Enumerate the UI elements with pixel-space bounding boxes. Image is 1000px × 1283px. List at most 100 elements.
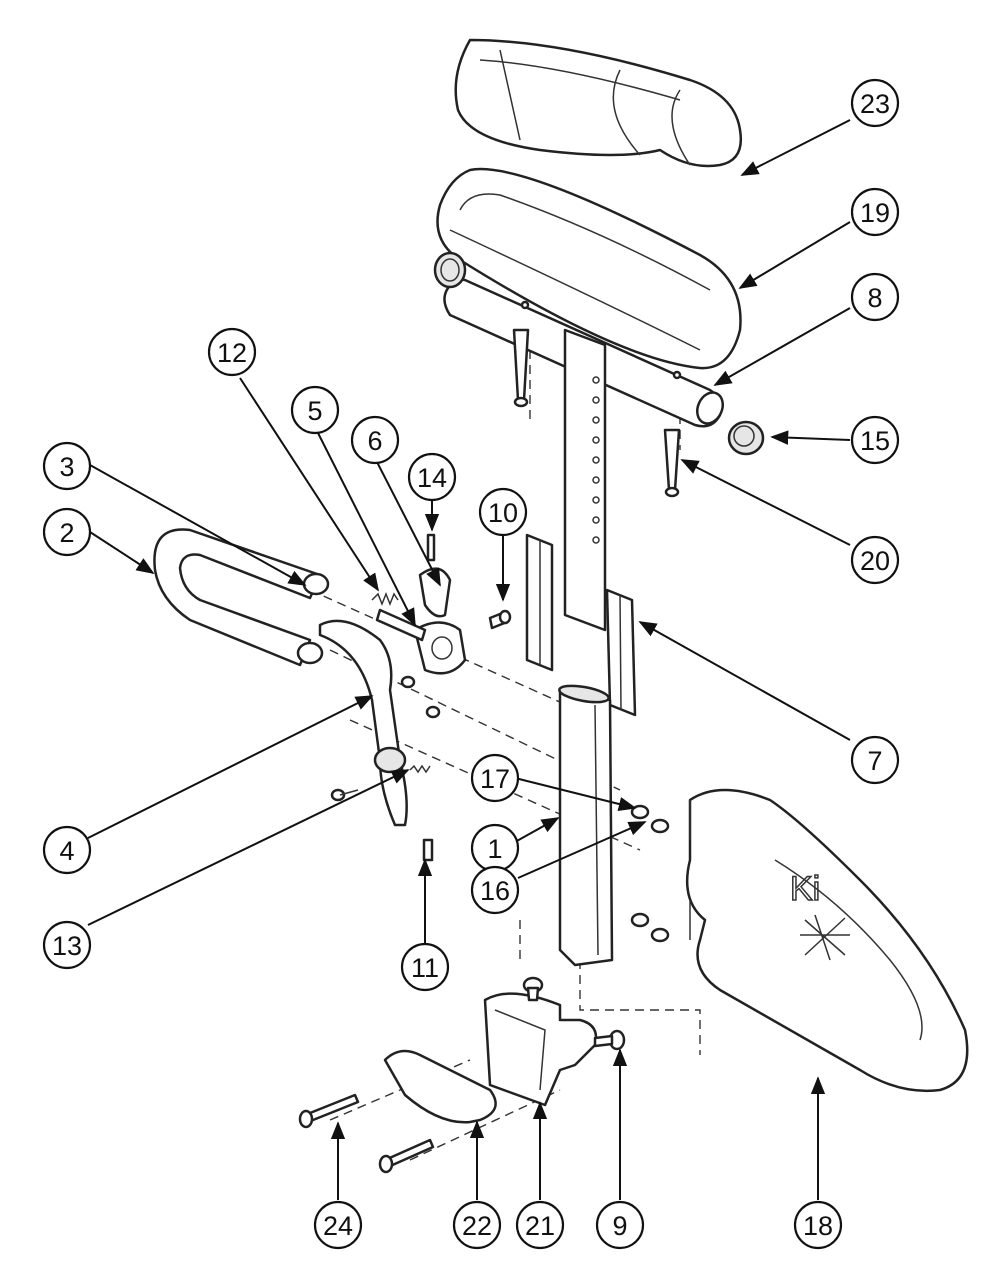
callout-16: 16 [470, 865, 520, 915]
callout-circle [850, 535, 900, 585]
callout-1: 1 [470, 823, 520, 873]
upright-post [563, 328, 607, 632]
spacer-strip-right [605, 588, 637, 717]
leader-lines [87, 119, 851, 1200]
callout-circle [42, 441, 92, 491]
callout-number: 1 [487, 834, 502, 864]
callout-circle [850, 272, 900, 322]
small-screws-lever [330, 675, 441, 862]
pins [630, 804, 670, 943]
callout-number: 23 [860, 89, 890, 119]
small-screw-10 [488, 609, 512, 630]
callout-number: 2 [59, 518, 74, 548]
callout-7: 7 [850, 735, 900, 785]
callout-number: 5 [307, 396, 322, 426]
callout-15: 15 [850, 415, 900, 465]
callout-6: 6 [350, 415, 400, 465]
armpad-screw-right [663, 428, 681, 498]
callout-13: 13 [42, 920, 92, 970]
callout-9: 9 [595, 1200, 645, 1250]
callout-8: 8 [850, 272, 900, 322]
armpad [436, 167, 742, 370]
callout-circle [350, 415, 400, 465]
brand-logo: Ki [790, 870, 820, 908]
spacer-strip-left [525, 533, 554, 672]
callout-number: 21 [525, 1211, 555, 1241]
callout-number: 16 [480, 876, 510, 906]
callout-circle [478, 487, 528, 537]
callout-circle [407, 452, 457, 502]
callout-circle [42, 825, 92, 875]
callout-circle [793, 1200, 843, 1250]
callout-number: 11 [411, 953, 439, 983]
callout-circle [595, 1200, 645, 1250]
callout-circle [850, 78, 900, 128]
callout-circle [850, 187, 900, 237]
armrest-loop [153, 528, 330, 667]
end-cap-right [727, 420, 765, 456]
callout-number: 18 [803, 1211, 833, 1241]
roll-pin [426, 533, 436, 562]
callout-3: 3 [42, 441, 92, 491]
callout-number: 22 [462, 1211, 492, 1241]
callout-circle [470, 865, 520, 915]
callout-number: 19 [860, 198, 890, 228]
callout-21: 21 [515, 1200, 565, 1250]
bolt-24-lower [378, 1138, 435, 1174]
callout-24: 24 [313, 1200, 363, 1250]
callout-number: 6 [367, 426, 382, 456]
callout-circle [290, 385, 340, 435]
side-panel: Ki [685, 788, 969, 1093]
clamp-strap [383, 1049, 497, 1124]
clamp-body [483, 992, 598, 1107]
end-cap-left [433, 251, 467, 289]
callout-number: 7 [867, 746, 882, 776]
callout-circle [515, 1200, 565, 1250]
callout-circle [207, 327, 257, 377]
callout-5: 5 [290, 385, 340, 435]
callout-number: 15 [860, 426, 890, 456]
callout-circle [313, 1200, 363, 1250]
callout-circle [42, 507, 92, 557]
callout-circle [850, 415, 900, 465]
callout-23: 23 [850, 78, 900, 128]
bolt-upper [522, 976, 544, 1002]
receiver-tube [558, 684, 614, 967]
callout-14: 14 [407, 452, 457, 502]
clamp-block [413, 621, 467, 675]
locking-pin [375, 608, 427, 642]
release-lever [318, 619, 408, 827]
callout-number: 8 [867, 283, 882, 313]
callout-number: 3 [59, 452, 74, 482]
callout-12: 12 [207, 327, 257, 377]
adjustment-holes [592, 376, 600, 544]
callout-2: 2 [42, 507, 92, 557]
callout-circle [42, 920, 92, 970]
callout-number: 24 [323, 1211, 353, 1241]
callout-number: 14 [417, 463, 447, 493]
callout-17: 17 [470, 753, 520, 803]
callout-number: 17 [480, 764, 510, 794]
callout-10: 10 [478, 487, 528, 537]
callout-number: 13 [52, 931, 82, 961]
callout-18: 18 [793, 1200, 843, 1250]
callout-20: 20 [850, 535, 900, 585]
spring [371, 591, 399, 607]
armpad-screw-left [512, 328, 530, 408]
armpad-cover [454, 38, 743, 168]
callout-number: 4 [59, 836, 74, 866]
callout-circle [452, 1200, 502, 1250]
callout-number: 9 [612, 1211, 627, 1241]
callout-circle [470, 753, 520, 803]
callout-22: 22 [452, 1200, 502, 1250]
bolt-9 [593, 1029, 626, 1051]
callout-11: 11 [400, 942, 450, 992]
callout-number: 12 [217, 338, 247, 368]
callout-4: 4 [42, 825, 92, 875]
bolt-24-upper [298, 1093, 360, 1129]
callout-19: 19 [850, 187, 900, 237]
callout-circle [850, 735, 900, 785]
